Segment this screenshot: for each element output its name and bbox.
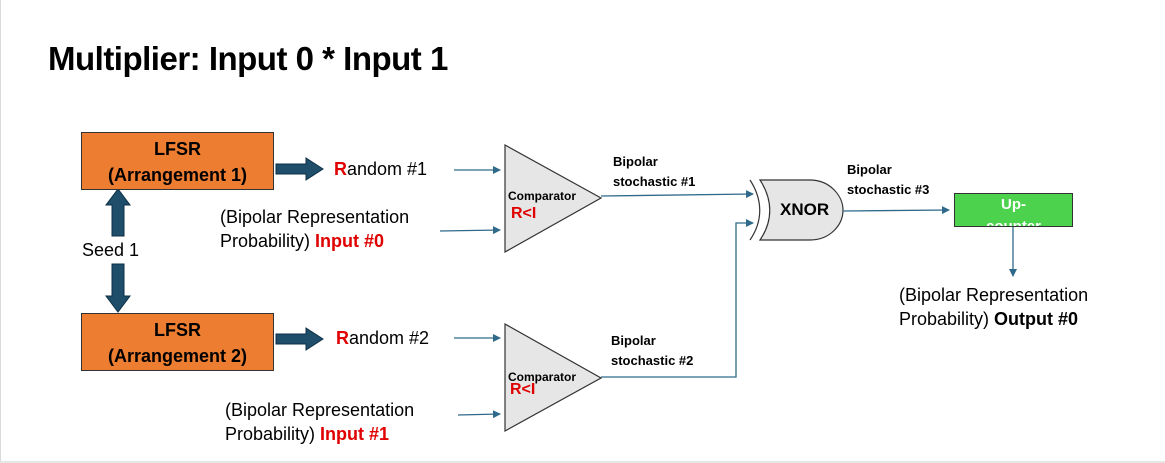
input-1-prefix: Probability) bbox=[225, 424, 321, 444]
input-0-line1: (Bipolar Representation bbox=[220, 207, 410, 227]
comparator-2-condition: R<I bbox=[510, 381, 536, 398]
wire-input0-to-comparator1 bbox=[439, 226, 501, 235]
seed-down-arrow bbox=[105, 263, 131, 313]
output-0-line1: (Bipolar Representation bbox=[899, 285, 1089, 305]
comparator-1-condition: R<I bbox=[511, 205, 537, 222]
lfsr1-output-arrow bbox=[275, 157, 324, 181]
output-0-prefix: Probability) bbox=[899, 309, 995, 329]
comparator-1-label: Comparator bbox=[508, 189, 577, 203]
stochastic-2-label: Bipolar stochastic #2 bbox=[611, 331, 693, 371]
lfsr-1-label: LFSR bbox=[154, 139, 201, 159]
stochastic-2-line2: stochastic #2 bbox=[611, 353, 694, 368]
stochastic-1-line1: Bipolar bbox=[613, 154, 658, 169]
lfsr-1-arrangement: (Arrangement 1) bbox=[107, 165, 248, 185]
random-1-rest: andom #1 bbox=[347, 159, 428, 179]
stochastic-3-line1: Bipolar bbox=[847, 162, 892, 177]
output-0-label: (Bipolar Representation Probability) Out… bbox=[899, 283, 1088, 331]
stochastic-1-label: Bipolar stochastic #1 bbox=[613, 152, 695, 192]
input-0-label: (Bipolar Representation Probability) Inp… bbox=[220, 205, 409, 253]
stochastic-3-label: Bipolar stochastic #3 bbox=[847, 160, 929, 200]
seed-up-arrow bbox=[105, 188, 131, 237]
xnor-gate-shape bbox=[758, 179, 844, 241]
output-0-name: Output #0 bbox=[994, 309, 1079, 329]
wire-xnor-to-counter bbox=[842, 206, 950, 215]
random-2-label: Random #2 bbox=[336, 327, 429, 349]
wire-stochastic1-to-xnor bbox=[600, 190, 754, 199]
input-1-line1: (Bipolar Representation bbox=[225, 400, 415, 420]
slide-edge bbox=[0, 0, 1, 463]
lfsr-2-box: LFSR (Arrangement 2) bbox=[81, 313, 274, 371]
input-1-name: Input #1 bbox=[320, 424, 390, 444]
xnor-gate-label: XNOR bbox=[780, 200, 830, 219]
comparator-2-shape bbox=[504, 322, 603, 433]
lfsr-1-box: LFSR (Arrangement 1) bbox=[81, 132, 274, 190]
xnor-gate-input-arc bbox=[749, 179, 761, 241]
up-counter-box: Up- counter bbox=[954, 193, 1073, 227]
input-1-label: (Bipolar Representation Probability) Inp… bbox=[225, 398, 414, 446]
input-0-prefix: Probability) bbox=[220, 231, 316, 251]
output-0-line2: Probability) Output #0 bbox=[899, 307, 1088, 331]
random-1-initial: R bbox=[334, 159, 347, 179]
comparator-2-label: Comparator bbox=[508, 370, 577, 384]
lfsr-2-arrangement: (Arrangement 2) bbox=[107, 346, 248, 366]
input-0-line2: Probability) Input #0 bbox=[220, 229, 409, 253]
input-1-line2: Probability) Input #1 bbox=[225, 422, 414, 446]
slide-bottom-edge bbox=[0, 461, 1165, 463]
stochastic-3-line2: stochastic #3 bbox=[847, 182, 930, 197]
stochastic-2-line1: Bipolar bbox=[611, 333, 656, 348]
comparator-1-shape bbox=[504, 143, 603, 254]
page-title: Multiplier: Input 0 * Input 1 bbox=[48, 40, 448, 77]
input-0-name: Input #0 bbox=[315, 231, 385, 251]
random-2-rest: andom #2 bbox=[349, 328, 430, 348]
up-counter-line2: counter bbox=[985, 218, 1041, 227]
random-1-label: Random #1 bbox=[334, 158, 427, 180]
wire-input1-to-comparator2 bbox=[457, 410, 501, 419]
random-2-initial: R bbox=[336, 328, 349, 348]
stochastic-1-line2: stochastic #1 bbox=[613, 174, 696, 189]
up-counter-line1: Up- bbox=[1001, 196, 1026, 213]
lfsr-2-label: LFSR bbox=[154, 320, 201, 340]
wire-stochastic2-to-xnor bbox=[601, 219, 754, 378]
seed-label: Seed 1 bbox=[82, 240, 140, 260]
lfsr2-output-arrow bbox=[275, 327, 324, 351]
